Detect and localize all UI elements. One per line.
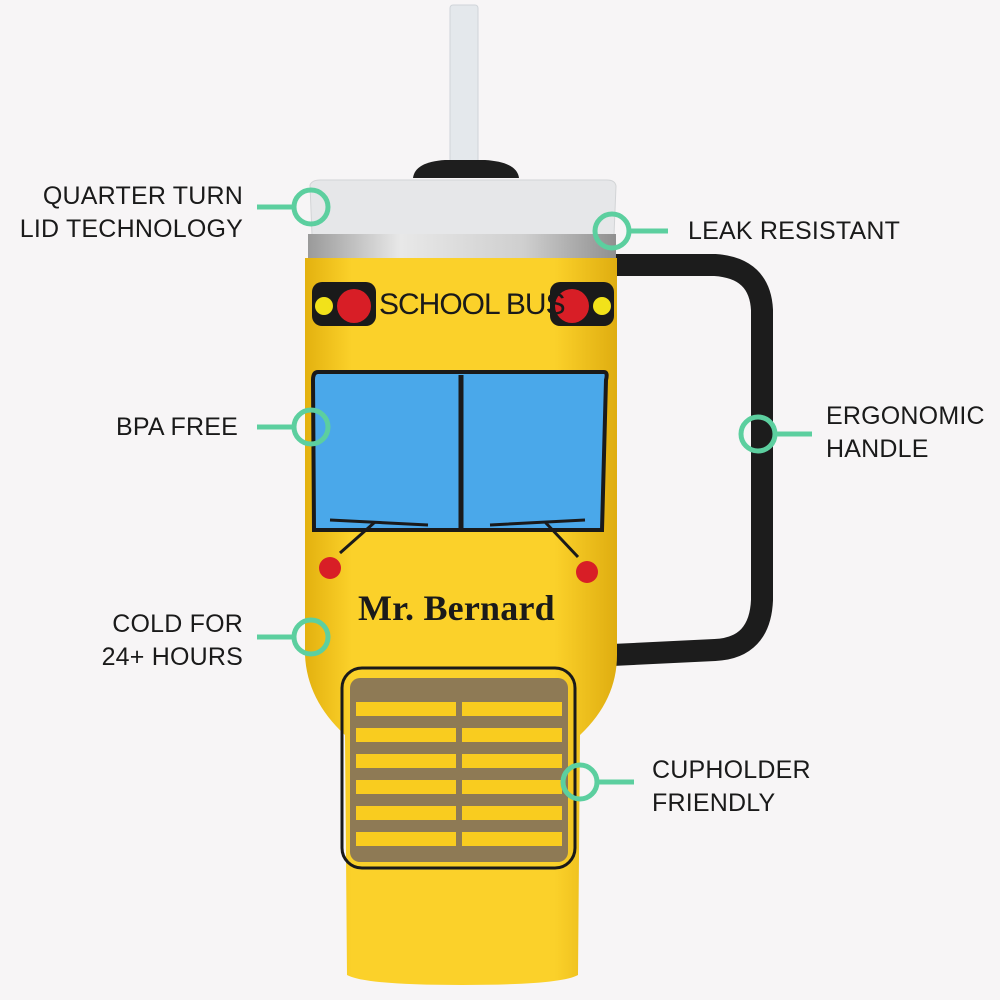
feature-label: CUPHOLDER — [652, 756, 811, 784]
steel-rim — [308, 234, 616, 258]
feature-label: LEAK RESISTANT — [688, 217, 901, 245]
lid — [309, 179, 617, 236]
personalized-name: Mr. Bernard — [358, 588, 555, 628]
feature-cupholder-friendly: CUPHOLDER FRIENDLY — [652, 754, 811, 820]
feature-leak-resistant: LEAK RESISTANT — [688, 215, 900, 248]
feature-label: HANDLE — [826, 435, 929, 463]
feature-label: BPA FREE — [115, 413, 238, 441]
feature-label: FRIENDLY — [652, 789, 776, 817]
lid-cap — [413, 160, 519, 178]
feature-label: ERGONOMIC — [826, 402, 985, 430]
feature-label: LID TECHNOLOGY — [19, 215, 243, 243]
feature-quarter-turn-lid: QUARTER TURN LID TECHNOLOGY — [20, 180, 243, 246]
feature-bpa-free: BPA FREE — [116, 411, 238, 444]
feature-label: 24+ HOURS — [101, 643, 243, 671]
bus-sign-text: SCHOOL BUS — [379, 288, 566, 321]
feature-cold-24-hours: COLD FOR 24+ HOURS — [102, 608, 243, 674]
straw — [449, 4, 479, 176]
feature-label: COLD FOR — [112, 610, 243, 638]
feature-label: QUARTER TURN — [42, 182, 243, 210]
handle — [611, 254, 773, 666]
feature-ergonomic-handle: ERGONOMIC HANDLE — [826, 400, 985, 466]
